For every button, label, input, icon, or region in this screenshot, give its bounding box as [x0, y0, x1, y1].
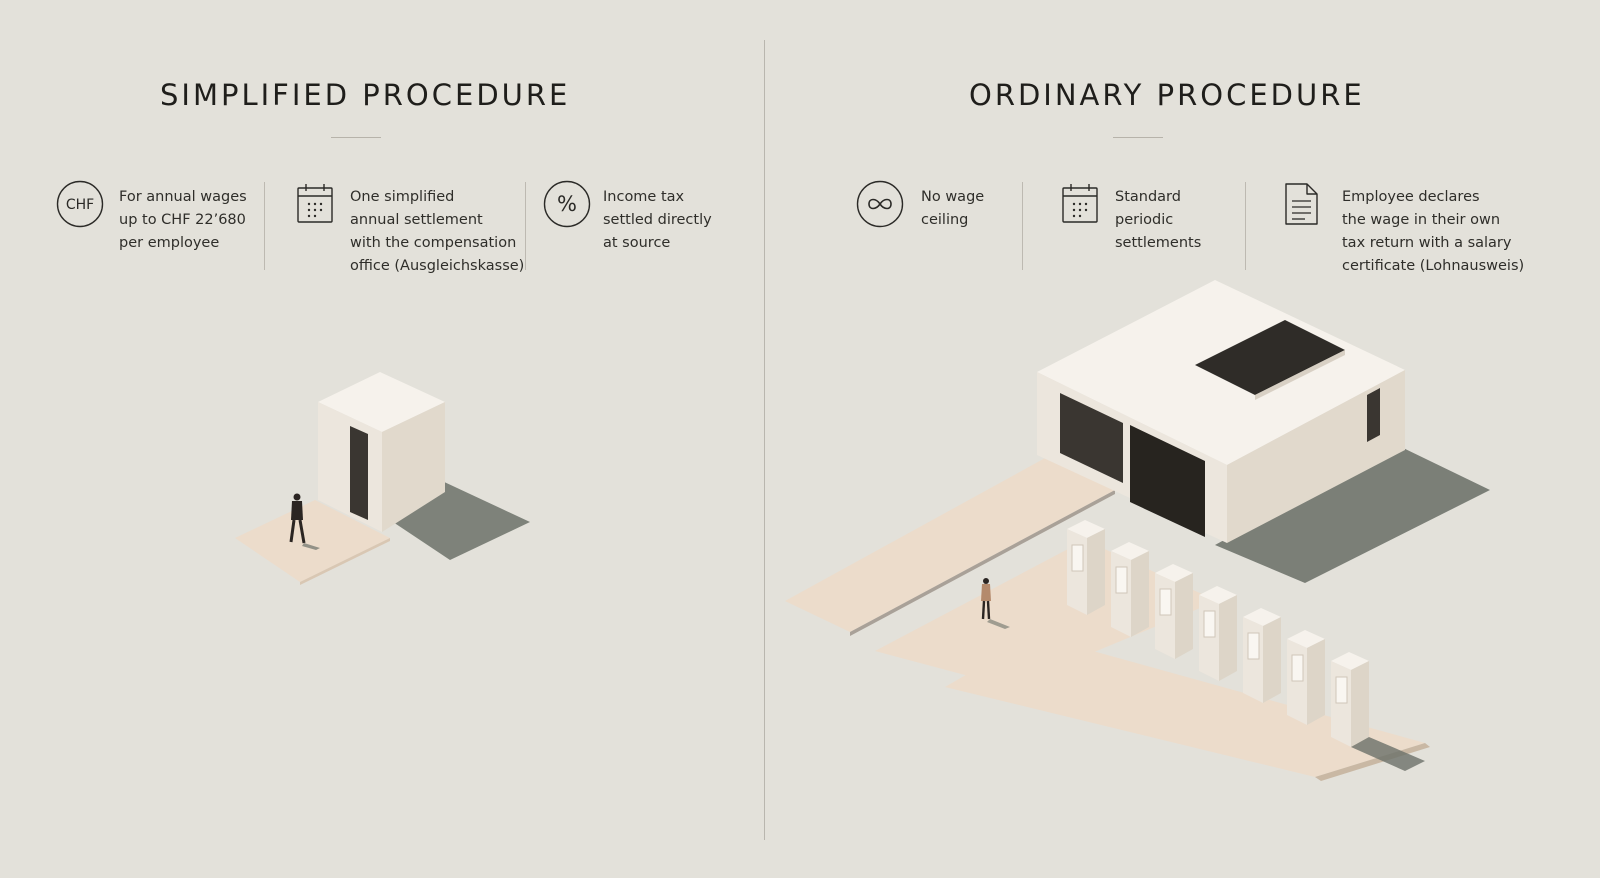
building-side	[1227, 370, 1405, 543]
small-booth	[1067, 520, 1105, 615]
building-shadow	[1215, 445, 1490, 583]
feature-divider	[525, 182, 526, 270]
title-underline	[1113, 137, 1163, 138]
calendar-icon	[291, 180, 339, 228]
feature-tax-return-text: Employee declares the wage in their own …	[1342, 189, 1525, 274]
feature-divider	[1022, 182, 1023, 270]
small-booth	[1243, 608, 1281, 703]
svg-text:%: %	[557, 192, 577, 216]
booth-row	[1067, 520, 1425, 771]
simplified-procedure-title: SIMPLIFIED PROCEDURE	[160, 78, 571, 112]
roof-courtyard	[1195, 320, 1345, 395]
infinity-icon	[856, 180, 904, 228]
person-figure	[981, 578, 1010, 629]
simplified-procedure-panel: SIMPLIFIED PROCEDURE CHF For annual wage…	[0, 0, 764, 878]
booth-door	[350, 426, 368, 520]
small-booth	[1199, 586, 1237, 681]
booth-side	[382, 402, 445, 532]
walkway	[785, 457, 1115, 632]
calendar-icon	[1056, 180, 1104, 228]
large-building-illustration	[785, 280, 1490, 781]
feature-divider	[1245, 182, 1246, 270]
feature-divider	[264, 182, 265, 270]
feature-tax-at-source-text: Income tax settled directly at source	[603, 189, 712, 251]
feature-annual-settlement-text: One simplified annual settlement with th…	[350, 189, 525, 274]
document-icon	[1277, 180, 1325, 228]
ordinary-procedure-panel: ORDINARY PROCEDURE No wage ceiling	[765, 0, 1600, 878]
building-entrance	[1130, 425, 1205, 537]
small-booth	[1287, 630, 1325, 725]
title-underline	[331, 137, 381, 138]
path-slab	[235, 500, 390, 582]
building-window	[1060, 393, 1123, 483]
small-booth	[1331, 652, 1369, 747]
booth-roof	[318, 372, 445, 432]
booth-row-platform	[945, 635, 1425, 777]
small-booth	[1155, 564, 1193, 659]
panel-divider	[764, 40, 765, 840]
ordinary-procedure-title: ORDINARY PROCEDURE	[969, 78, 1365, 112]
feature-wage-limit-text: For annual wages up to CHF 22’680 per em…	[119, 189, 247, 251]
percent-icon: %	[543, 180, 591, 228]
person-figure	[289, 493, 320, 550]
feature-periodic-settlements-text: Standard periodic settlements	[1115, 189, 1202, 251]
small-booth	[1111, 542, 1149, 637]
svg-text:CHF: CHF	[66, 197, 94, 213]
feature-no-wage-ceiling-text: No wage ceiling	[921, 189, 985, 228]
chf-icon: CHF	[56, 180, 104, 228]
small-booth-illustration	[235, 372, 530, 585]
